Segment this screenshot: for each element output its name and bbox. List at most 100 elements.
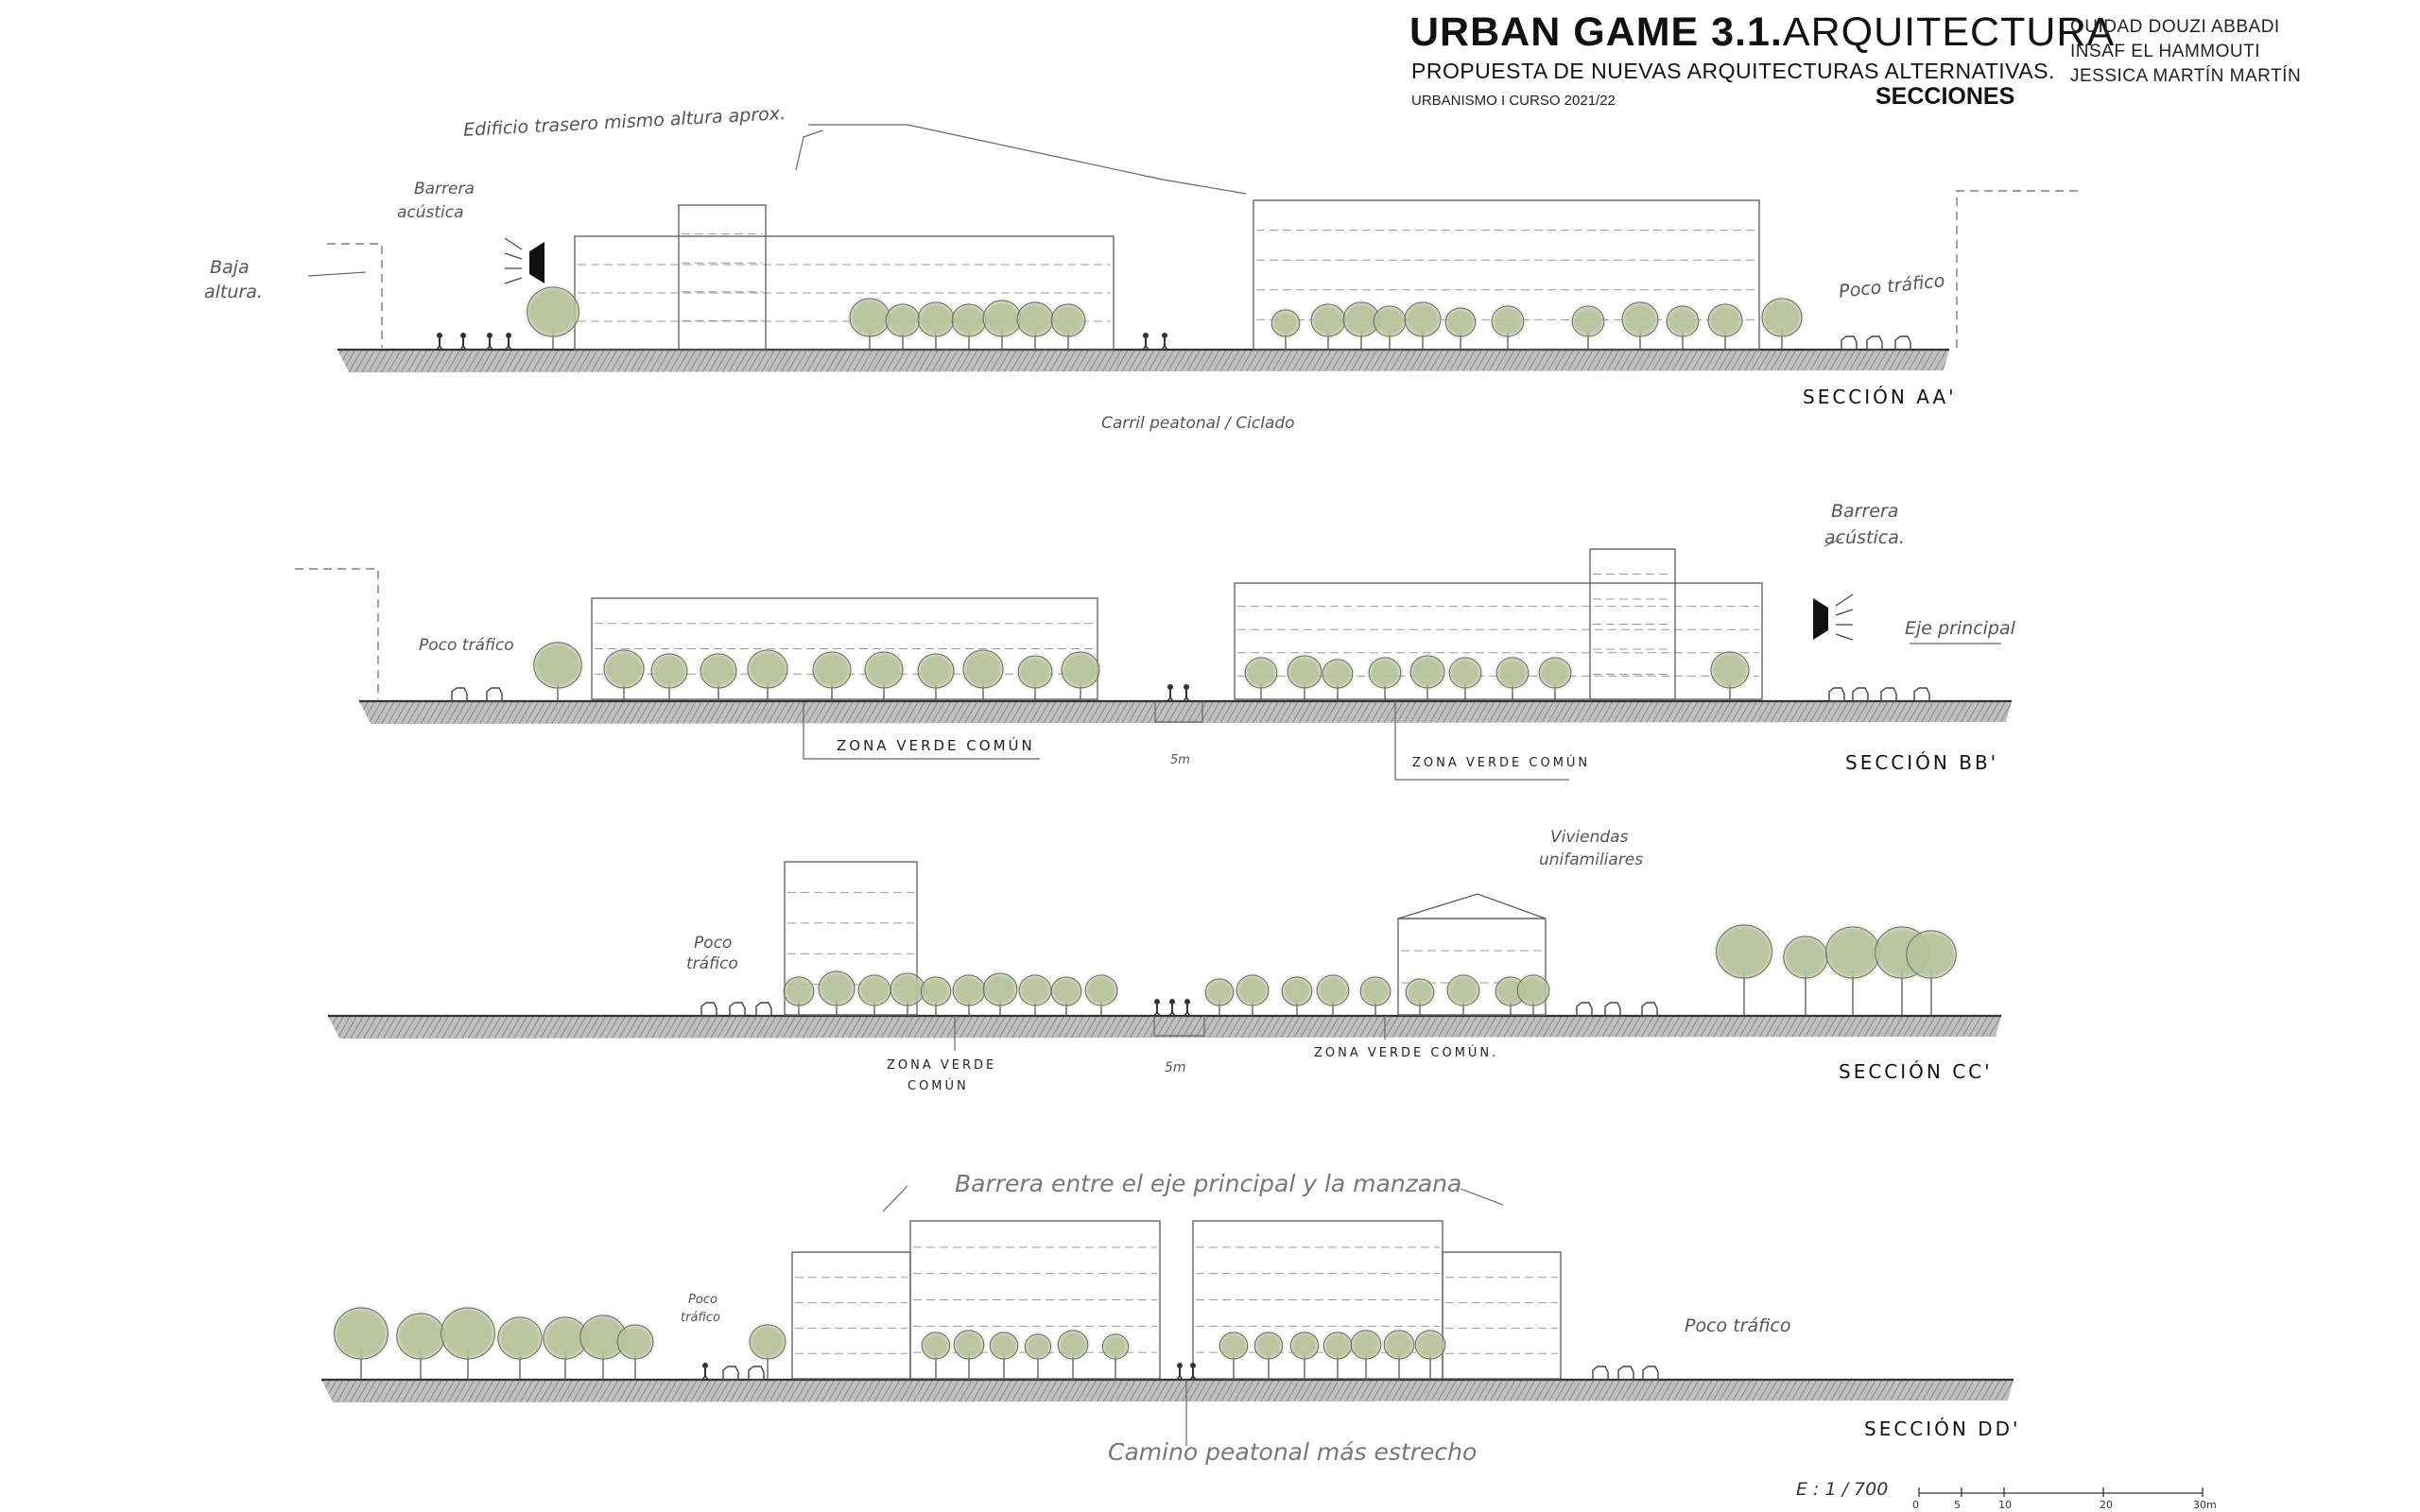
tree-bb-2 bbox=[651, 654, 687, 688]
tree-dd-10-outline bbox=[989, 1332, 1019, 1360]
person-aa-1 bbox=[460, 333, 466, 338]
tree-dd-16-outline bbox=[1289, 1332, 1320, 1360]
ground-aa bbox=[337, 350, 1949, 372]
speaker-bb-wave bbox=[1835, 633, 1854, 641]
scale-tick-20: 20 bbox=[2100, 1499, 2113, 1511]
page-title: URBAN GAME 3.1.ARQUITECTURA bbox=[1409, 9, 2116, 55]
note-low-height-1: Baja bbox=[210, 257, 250, 278]
building-bb-right bbox=[1234, 582, 1763, 700]
tree-aa-0 bbox=[527, 287, 579, 336]
tree-aa-10 bbox=[1343, 302, 1379, 336]
buildings-layer bbox=[574, 199, 1763, 1380]
tree-bb-1 bbox=[604, 650, 644, 688]
arrow-barrier-bb bbox=[1824, 538, 1842, 547]
tree-aa-17 bbox=[1667, 306, 1699, 336]
speaker-aa-wave bbox=[504, 237, 523, 250]
tree-dd-1 bbox=[396, 1314, 445, 1359]
tree-dd-4 bbox=[543, 1317, 588, 1359]
tree-aa-7 bbox=[1051, 304, 1085, 336]
person-aa-0-leg bbox=[436, 345, 441, 351]
person-cc-2 bbox=[1184, 999, 1190, 1005]
tree-cc-big-0 bbox=[1716, 925, 1772, 978]
tree-bb-1-outline bbox=[603, 649, 645, 689]
tree-cc-16-outline bbox=[1446, 974, 1480, 1006]
person-aa-5 bbox=[1162, 333, 1167, 338]
arrow-rear-left bbox=[795, 129, 823, 171]
scale-tick-30: 30m bbox=[2193, 1499, 2217, 1511]
person-aa-5-leg2 bbox=[1164, 345, 1168, 351]
tree-cc-15-outline bbox=[1405, 978, 1435, 1006]
tree-bb-11-outline bbox=[1244, 657, 1278, 689]
note-traffic-dd-small-2: tráfico bbox=[681, 1311, 720, 1325]
author-2: INSAF EL HAMMOUTI bbox=[2070, 42, 2260, 61]
tree-dd-20 bbox=[1415, 1331, 1445, 1359]
speaker-bb bbox=[1813, 598, 1828, 640]
arrow-rear-right bbox=[808, 124, 1247, 195]
tree-bb-16 bbox=[1449, 658, 1481, 688]
car-aa-0 bbox=[1841, 335, 1858, 351]
car-cc-0 bbox=[700, 1002, 717, 1017]
tree-dd-3 bbox=[497, 1317, 543, 1359]
note-barrier-aa-1: Barrera bbox=[414, 180, 475, 198]
person-cc-2-leg2 bbox=[1186, 1011, 1191, 1017]
tree-aa-5 bbox=[983, 301, 1021, 336]
tree-dd-19-outline bbox=[1383, 1330, 1415, 1360]
tree-aa-4 bbox=[952, 304, 986, 336]
speaker-aa bbox=[529, 242, 544, 284]
speaker-bb-wave bbox=[1835, 593, 1854, 607]
person-aa-2-leg bbox=[486, 345, 491, 351]
person-dd-2 bbox=[1190, 1363, 1196, 1368]
tree-bb-14 bbox=[1369, 658, 1401, 688]
car-cc-5 bbox=[1641, 1002, 1658, 1017]
tree-dd-16 bbox=[1290, 1332, 1319, 1359]
person-bb-1-leg bbox=[1183, 696, 1187, 702]
tree-aa-1 bbox=[850, 299, 890, 336]
note-green-zone-bb-1: ZONA VERDE COMÚN bbox=[837, 737, 1035, 754]
building-dd-2 bbox=[909, 1220, 1161, 1380]
note-traffic-dd: Poco tráfico bbox=[1685, 1315, 1791, 1336]
tree-aa-15-outline bbox=[1571, 305, 1605, 337]
tree-aa-11 bbox=[1374, 306, 1406, 336]
tree-dd-12 bbox=[1058, 1331, 1088, 1359]
person-dd-1-leg2 bbox=[1179, 1375, 1184, 1381]
tree-dd-6-outline bbox=[616, 1324, 654, 1360]
tree-dd-14 bbox=[1219, 1332, 1248, 1359]
scale-tick-5: 5 bbox=[1954, 1499, 1961, 1511]
leader-green-bb-2 bbox=[1394, 699, 1569, 781]
tree-cc-big-1 bbox=[1783, 936, 1828, 978]
speaker-aa-wave bbox=[504, 277, 523, 284]
ground-layer bbox=[321, 348, 2014, 1402]
note-traffic-bb: Poco tráfico bbox=[419, 636, 514, 655]
person-cc-1 bbox=[1169, 999, 1175, 1005]
tree-cc-7 bbox=[1019, 975, 1051, 1005]
scale-label: E : 1 / 700 bbox=[1796, 1479, 1889, 1500]
tree-cc-big-4-outline bbox=[1906, 930, 1957, 979]
tree-cc-2 bbox=[858, 975, 890, 1005]
tree-aa-9 bbox=[1311, 304, 1345, 336]
car-aa-1 bbox=[1866, 335, 1883, 351]
building-aa-low bbox=[574, 235, 1115, 351]
tree-bb-19-outline bbox=[1710, 651, 1750, 689]
person-aa-5-leg bbox=[1161, 345, 1166, 351]
note-green-zone-cc-1b: COMÚN bbox=[908, 1079, 969, 1093]
tree-dd-8 bbox=[922, 1332, 950, 1359]
tree-cc-14-outline bbox=[1359, 976, 1392, 1006]
tree-aa-6 bbox=[1017, 302, 1053, 336]
tree-bb-12-outline bbox=[1287, 655, 1322, 689]
person-aa-2-leg2 bbox=[489, 345, 493, 351]
section-label-cc: SECCIÓN CC' bbox=[1839, 1060, 1993, 1083]
dashed-building-left-aa bbox=[327, 243, 383, 348]
building-aa-right bbox=[1253, 199, 1760, 351]
tree-bb-14-outline bbox=[1368, 657, 1402, 689]
person-cc-0-leg bbox=[1153, 1011, 1158, 1017]
tree-cc-11-outline bbox=[1236, 974, 1270, 1006]
tree-cc-9 bbox=[1085, 975, 1117, 1005]
width-bracket-bb bbox=[1154, 701, 1203, 723]
note-pedestrian-lane: Carril peatonal / Ciclado bbox=[1101, 414, 1295, 433]
trees-layer bbox=[334, 286, 1957, 1380]
tree-cc-0-outline bbox=[783, 976, 815, 1006]
building-cc-house bbox=[1397, 918, 1547, 1016]
tree-dd-17 bbox=[1323, 1332, 1352, 1359]
tree-aa-14 bbox=[1492, 306, 1524, 336]
car-bb-0 bbox=[451, 687, 468, 702]
